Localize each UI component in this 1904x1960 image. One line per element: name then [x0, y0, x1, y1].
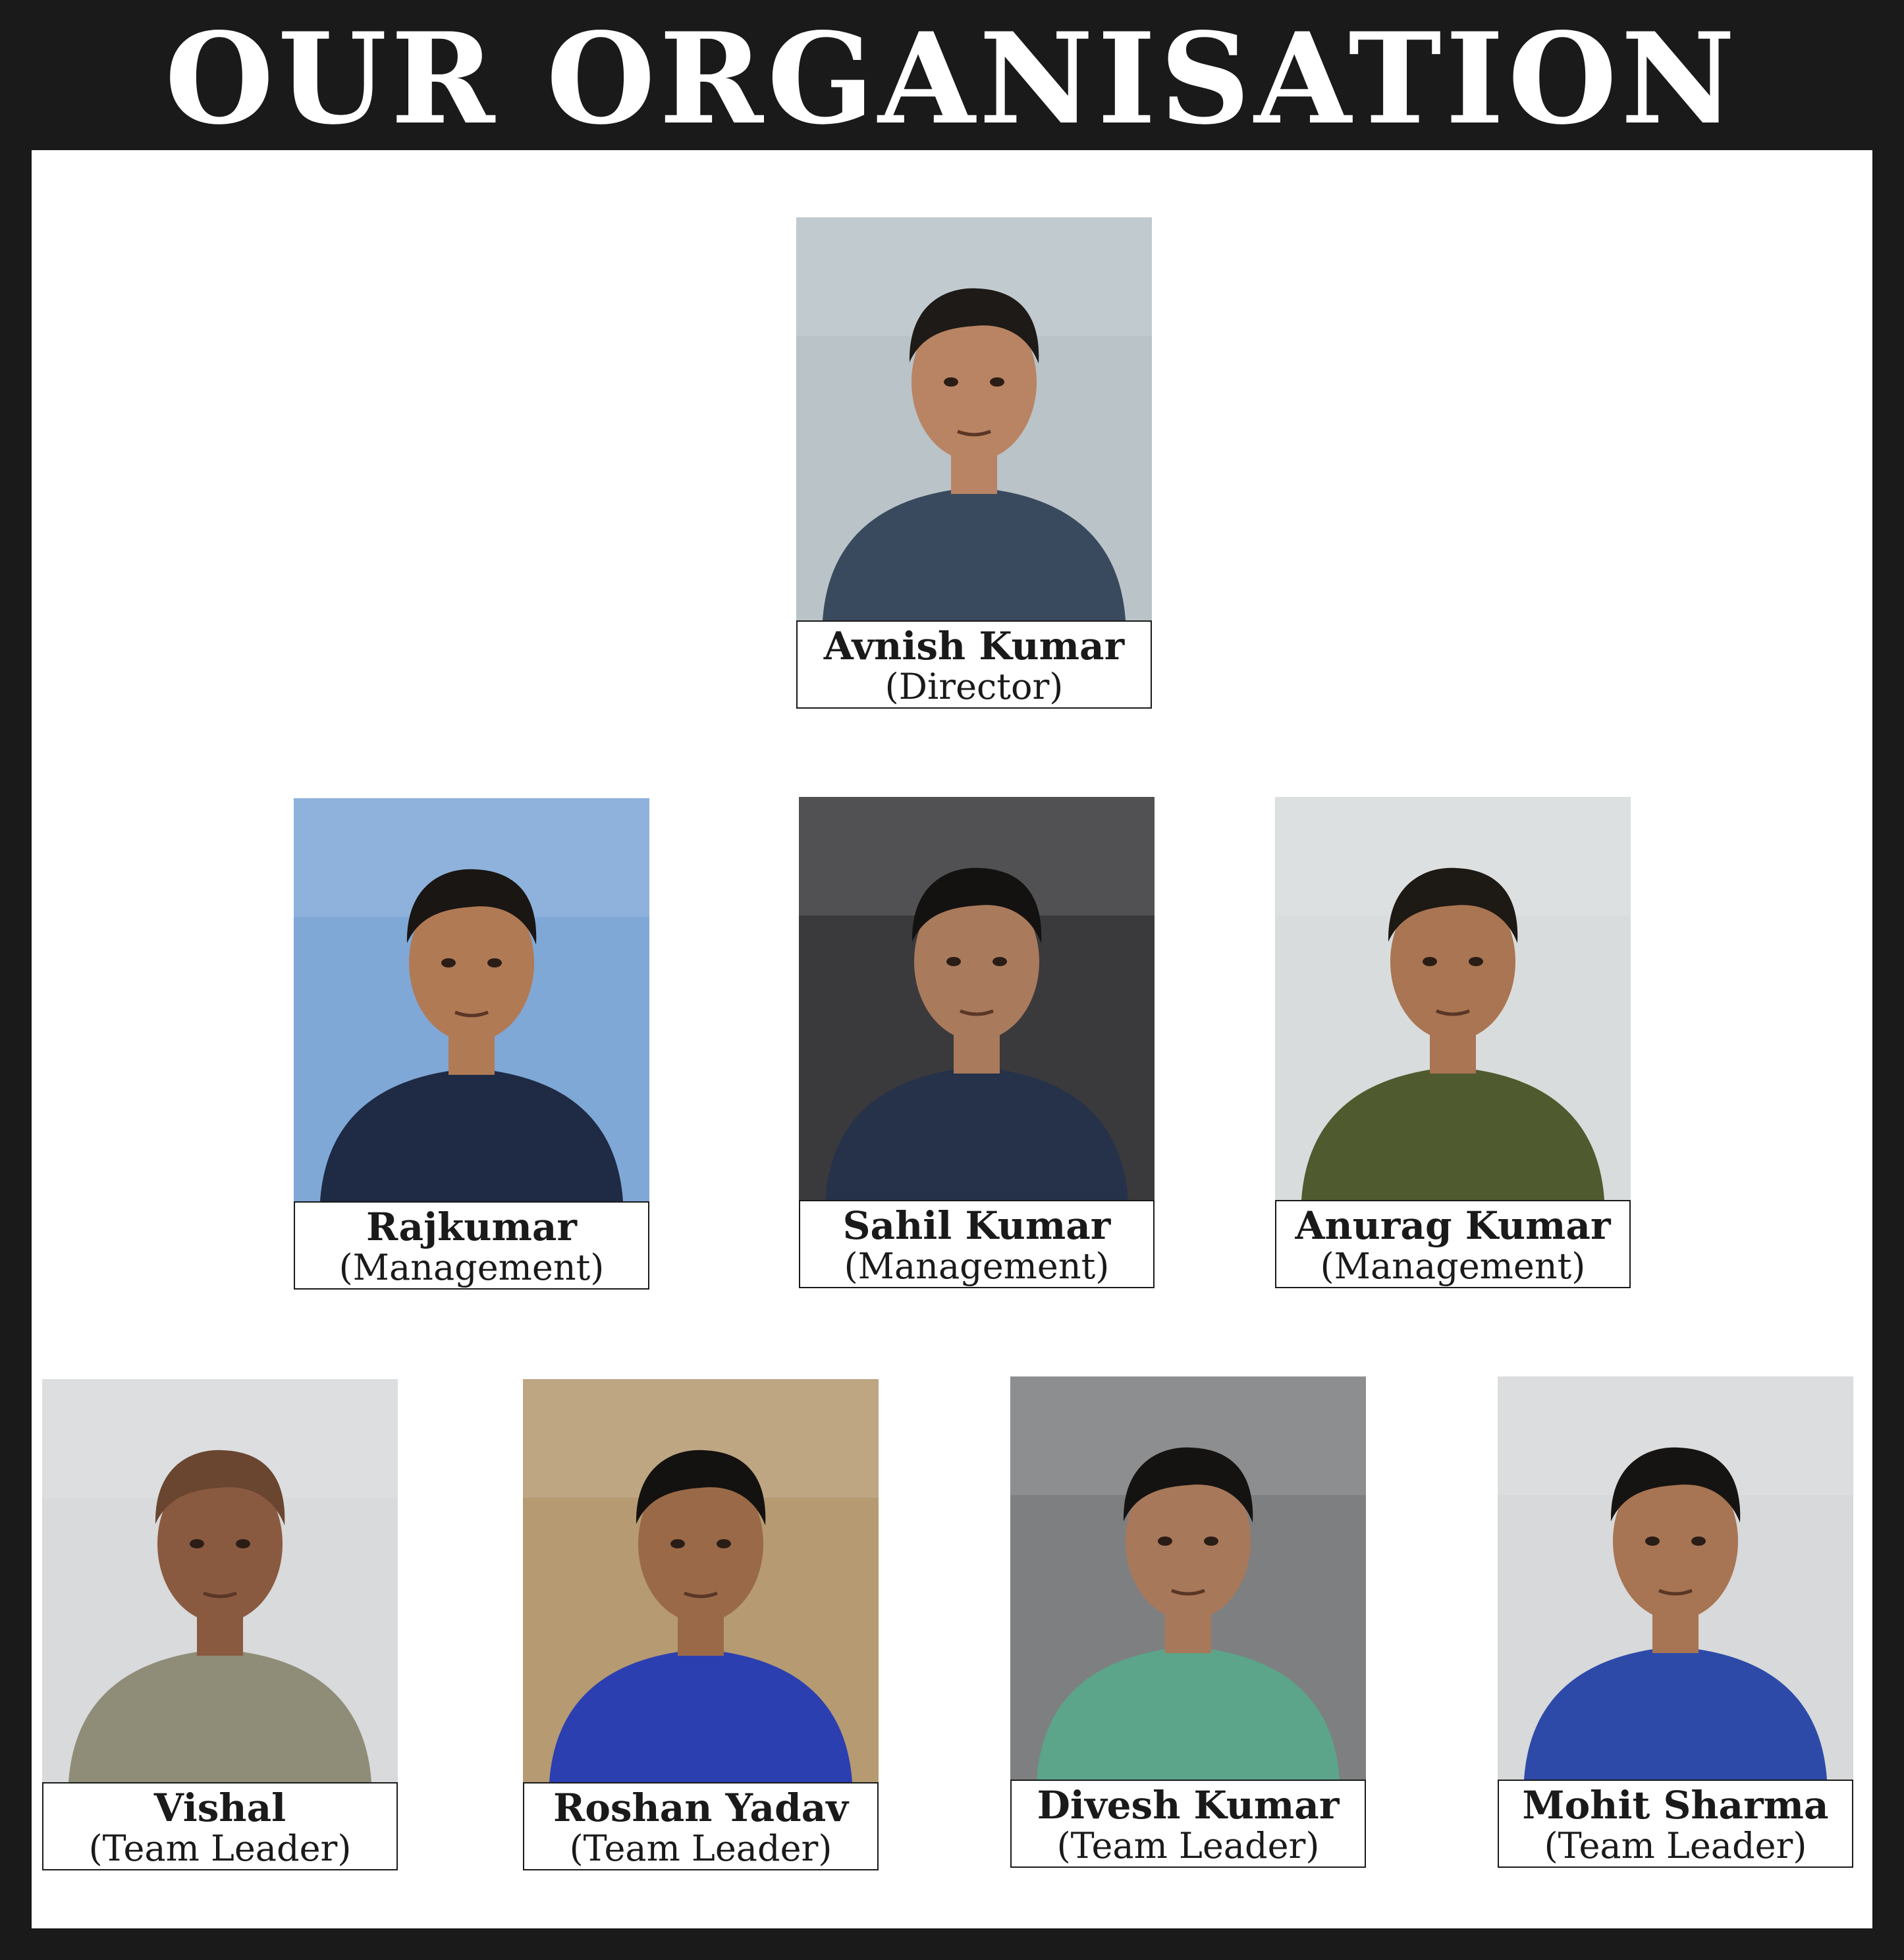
person-hair: [1123, 1447, 1253, 1523]
member-card-management: Rajkumar (Management): [294, 798, 649, 1290]
member-card-team-leader: Divesh Kumar (Team Leader): [1010, 1376, 1366, 1868]
person-face: [911, 303, 1037, 461]
member-card-director: Avnish Kumar (Director): [796, 217, 1152, 709]
person-torso: [68, 1649, 371, 1782]
person-eye-left: [1158, 1537, 1172, 1546]
portrait-image: [1275, 797, 1631, 1200]
person-face: [1390, 883, 1515, 1041]
member-card-team-leader: Roshan Yadav (Team Leader): [523, 1379, 879, 1870]
person-eye-right: [236, 1539, 250, 1548]
person-mouth: [684, 1591, 718, 1598]
portrait-image: [42, 1379, 398, 1782]
member-photo: [799, 797, 1155, 1200]
person-mouth: [203, 1591, 237, 1598]
person-face: [157, 1465, 283, 1623]
member-card-management: Sahil Kumar (Management): [799, 797, 1155, 1288]
org-chart-panel: Avnish Kumar (Director) Rajkumar (Manage…: [32, 150, 1872, 1928]
person-hair: [909, 288, 1039, 364]
person-eye-left: [1645, 1537, 1660, 1546]
member-caption: Divesh Kumar (Team Leader): [1010, 1780, 1366, 1868]
member-name: Divesh Kumar: [1037, 1783, 1340, 1828]
person-eye-left: [944, 377, 958, 387]
member-photo: [796, 217, 1152, 620]
member-caption: Roshan Yadav (Team Leader): [523, 1782, 879, 1870]
member-caption: Avnish Kumar (Director): [796, 620, 1152, 709]
member-role: (Team Leader): [88, 1828, 352, 1869]
person-mouth: [1171, 1589, 1205, 1596]
member-photo: [523, 1379, 879, 1782]
portrait-image: [294, 798, 649, 1201]
person-mouth: [454, 1010, 489, 1018]
person-eye-right: [487, 958, 502, 967]
member-photo: [1498, 1376, 1853, 1780]
person-mouth: [1436, 1009, 1470, 1016]
member-caption: Vishal (Team Leader): [42, 1782, 398, 1870]
member-name: Sahil Kumar: [842, 1203, 1111, 1248]
portrait-image: [523, 1379, 879, 1782]
person-eye-right: [1469, 957, 1483, 966]
person-hair: [636, 1450, 766, 1525]
person-face: [409, 884, 534, 1042]
member-photo: [1010, 1376, 1366, 1780]
member-photo: [42, 1379, 398, 1782]
person-eye-left: [670, 1539, 685, 1548]
person-torso: [320, 1068, 623, 1201]
member-caption: Mohit Sharma (Team Leader): [1498, 1780, 1853, 1868]
member-photo: [294, 798, 649, 1201]
person-hair: [406, 869, 537, 944]
person-torso: [1037, 1647, 1340, 1780]
member-name: Rajkumar: [366, 1205, 577, 1249]
person-eye-right: [717, 1539, 731, 1548]
portrait-image: [1498, 1376, 1853, 1780]
member-role: (Management): [844, 1245, 1110, 1287]
person-eye-left: [190, 1539, 204, 1548]
person-eye-left: [946, 957, 961, 966]
member-name: Anurag Kumar: [1295, 1203, 1611, 1248]
person-eye-right: [990, 377, 1004, 387]
person-face: [1126, 1462, 1251, 1620]
person-torso: [1524, 1647, 1827, 1780]
person-eye-right: [1691, 1537, 1706, 1546]
member-photo: [1275, 797, 1631, 1200]
person-hair: [911, 867, 1042, 943]
portrait-image: [799, 797, 1155, 1200]
page-title: OUR ORGANISATION: [165, 5, 1739, 152]
person-eye-right: [993, 957, 1007, 966]
member-caption: Rajkumar (Management): [294, 1201, 649, 1290]
member-caption: Sahil Kumar (Management): [799, 1200, 1155, 1288]
member-role: (Director): [884, 666, 1064, 707]
person-torso: [549, 1649, 852, 1782]
person-torso: [1301, 1067, 1604, 1200]
member-role: (Team Leader): [1544, 1825, 1807, 1866]
member-name: Roshan Yadav: [553, 1785, 848, 1830]
member-role: (Management): [1320, 1245, 1586, 1287]
member-card-team-leader: Vishal (Team Leader): [42, 1379, 398, 1870]
member-role: (Team Leader): [569, 1828, 832, 1869]
member-role: (Team Leader): [1056, 1825, 1320, 1866]
person-eye-left: [441, 958, 456, 967]
member-role: (Management): [339, 1247, 605, 1288]
member-card-management: Anurag Kumar (Management): [1275, 797, 1631, 1288]
person-hair: [1610, 1447, 1741, 1523]
portrait-image: [796, 217, 1152, 620]
person-face: [638, 1465, 763, 1623]
person-mouth: [957, 429, 991, 437]
person-eye-left: [1423, 957, 1437, 966]
person-face: [914, 883, 1039, 1041]
member-name: Vishal: [153, 1785, 286, 1830]
person-face: [1613, 1462, 1738, 1620]
person-torso: [823, 487, 1126, 620]
person-torso: [825, 1067, 1128, 1200]
person-hair: [155, 1450, 285, 1525]
member-name: Avnish Kumar: [823, 624, 1125, 668]
person-eye-right: [1204, 1537, 1218, 1546]
member-name: Mohit Sharma: [1522, 1783, 1829, 1828]
person-hair: [1388, 867, 1518, 943]
person-mouth: [960, 1009, 994, 1016]
portrait-image: [1010, 1376, 1366, 1780]
member-caption: Anurag Kumar (Management): [1275, 1200, 1631, 1288]
member-card-team-leader: Mohit Sharma (Team Leader): [1498, 1376, 1853, 1868]
person-mouth: [1658, 1589, 1693, 1596]
